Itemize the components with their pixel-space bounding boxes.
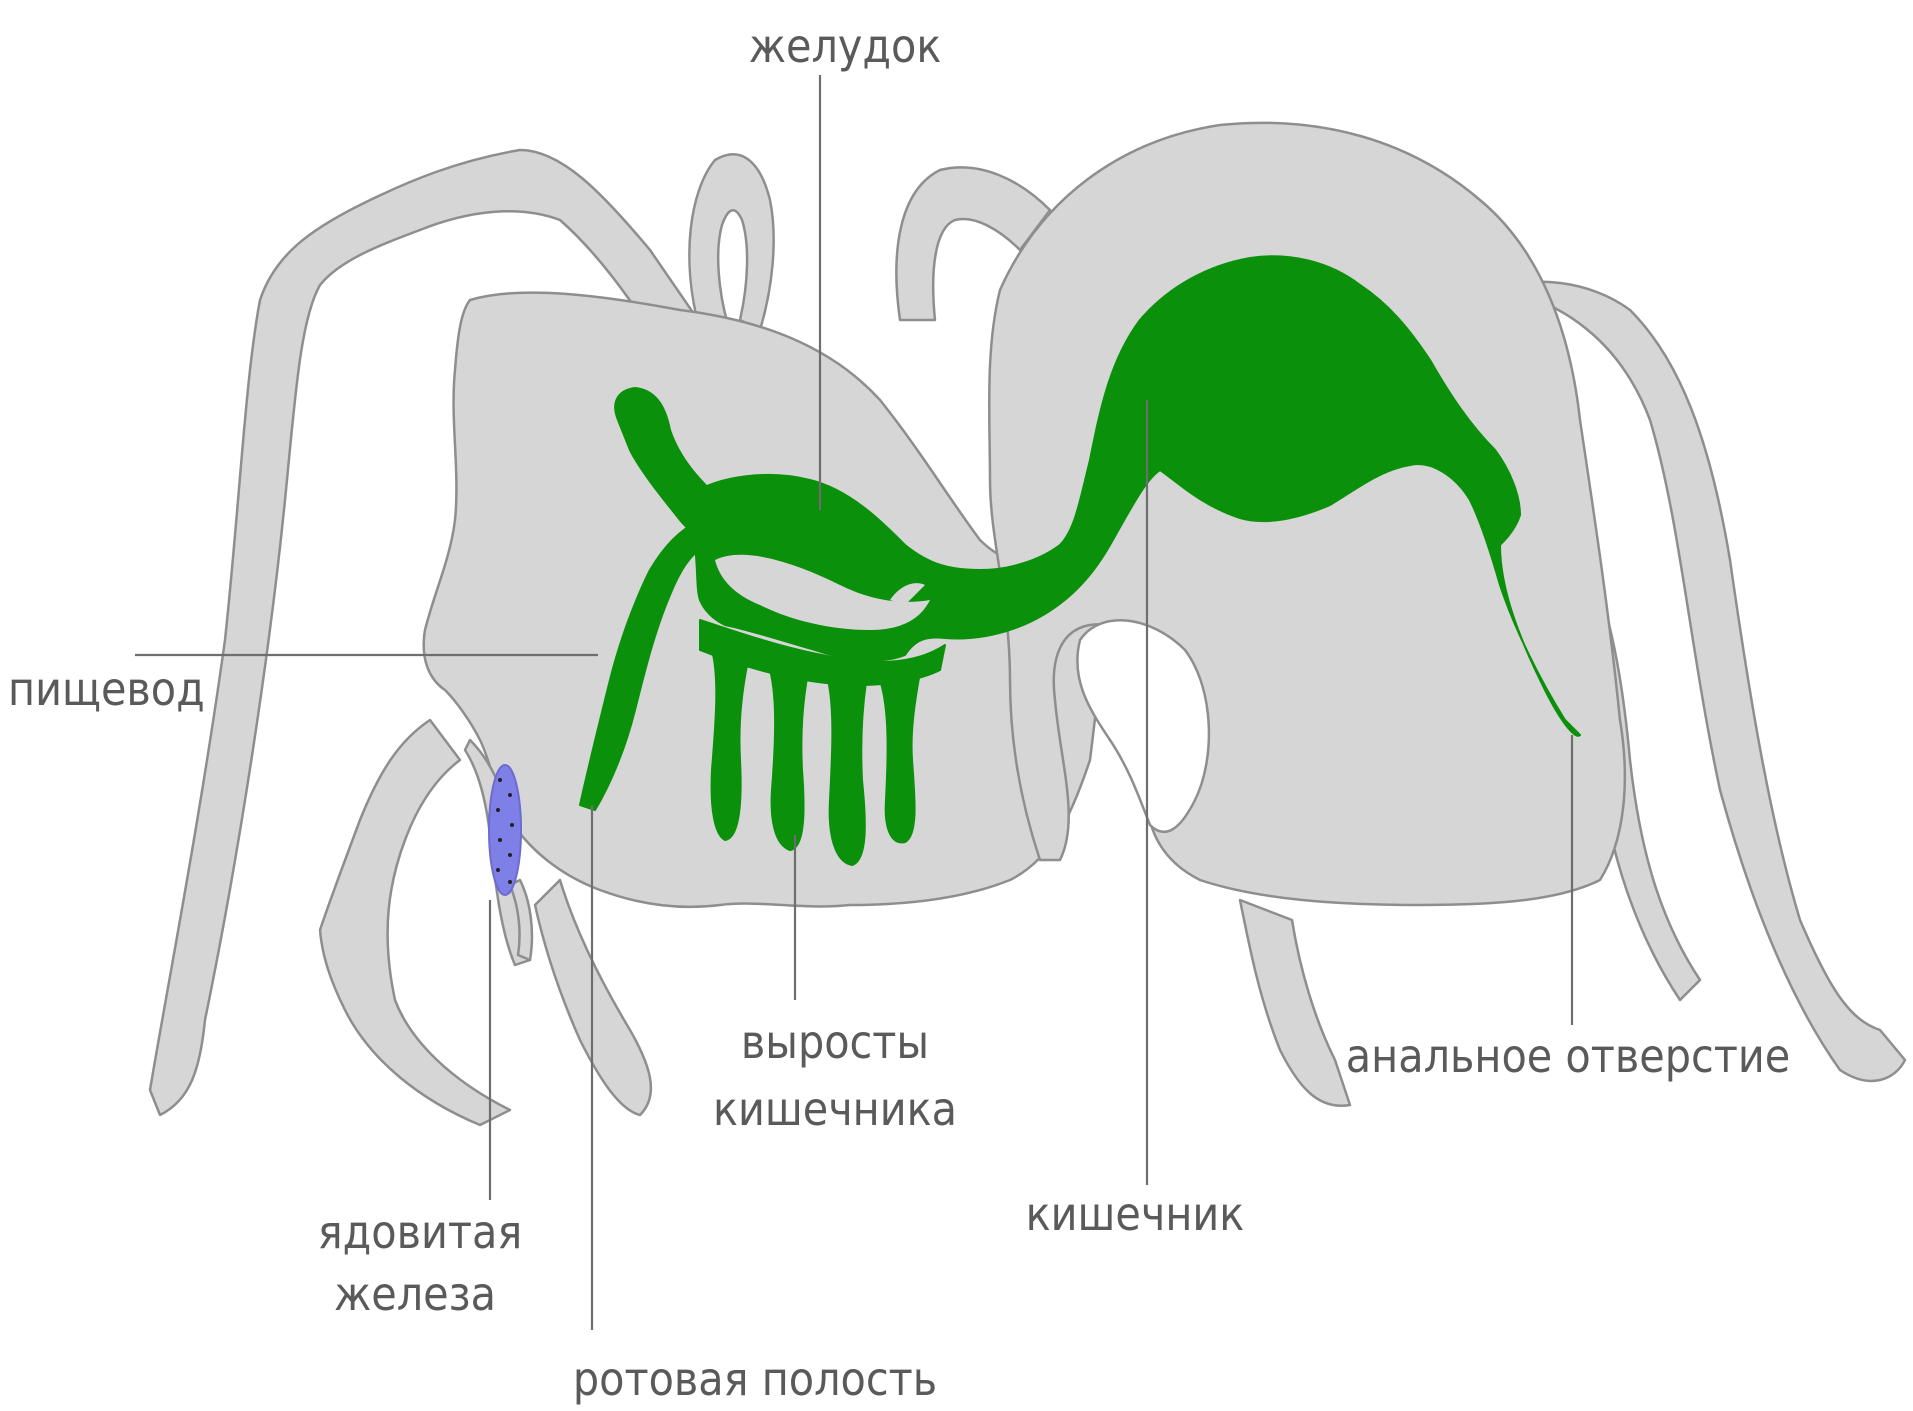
label-gut-outgrowths-line1: выросты [741, 1015, 929, 1069]
label-esophagus: пищевод [8, 662, 205, 716]
label-intestine: кишечник [1026, 1187, 1245, 1241]
label-venom-gland-line1: ядовитая [318, 1205, 522, 1259]
back-right-leg-1 [1240, 900, 1350, 1106]
label-anal-opening: анальное отверстие [1346, 1029, 1790, 1083]
venom-gland [489, 765, 521, 895]
venom-gland-shape [489, 765, 521, 895]
label-gut-outgrowths-line2: кишечника [713, 1082, 957, 1136]
front-leg-hook [689, 154, 773, 330]
label-stomach: желудок [749, 19, 942, 73]
gut-outgrowth-2 [770, 670, 808, 850]
label-mouth-cavity: ротовая полость [573, 1352, 937, 1406]
gut-outgrowth-3 [828, 680, 866, 865]
label-venom-gland-line2: железа [334, 1267, 496, 1321]
